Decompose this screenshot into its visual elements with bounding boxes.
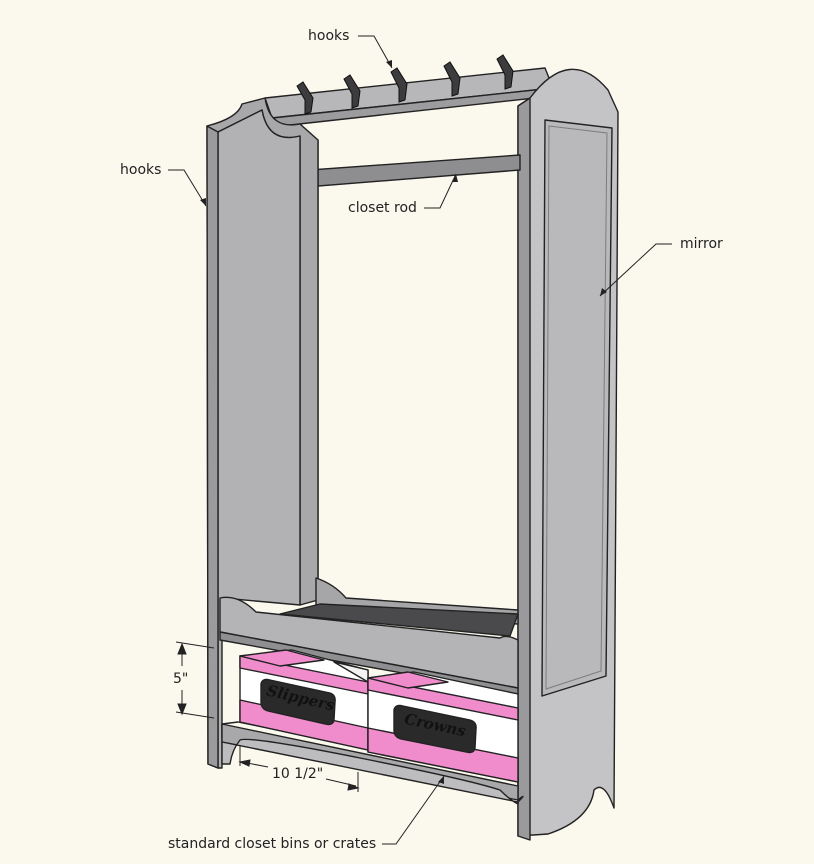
- dimension-bin-width: [238, 746, 360, 792]
- hook-icon: [296, 81, 314, 115]
- bench-seat: [279, 603, 519, 637]
- left-side-panel-edge: [206, 125, 219, 769]
- leader-arrowheads: [200, 60, 607, 784]
- dimension-bin-height-label: 5": [173, 671, 189, 687]
- leader-bins: [382, 775, 445, 845]
- callout-mirror: mirror: [680, 236, 723, 252]
- left-side-panel-face: [217, 109, 301, 769]
- leader-hooks-left: [168, 169, 207, 207]
- hook-icon: [443, 61, 461, 97]
- hook-icon: [390, 67, 408, 103]
- bin-right: [367, 671, 519, 783]
- leader-lines: [168, 35, 672, 845]
- dimension-bin-width-label: 10 1/2": [272, 766, 324, 782]
- dimension-bin-height: [175, 641, 215, 719]
- hook-icon: [343, 74, 361, 109]
- leader-hooks-top: [358, 35, 393, 69]
- hook-icon: [496, 54, 514, 90]
- bin-left: [239, 649, 369, 751]
- callout-hooks-top: hooks: [308, 28, 350, 44]
- callout-closet-rod: closet rod: [348, 200, 417, 216]
- leader-mirror: [599, 243, 672, 297]
- callout-bins: standard closet bins or crates: [168, 836, 377, 852]
- bench-front: [219, 596, 519, 689]
- bottom-base-rail: [221, 738, 519, 805]
- callout-hooks-left: hooks: [120, 162, 162, 178]
- mirror-inner-frame: [545, 125, 608, 690]
- leader-closet-rod: [424, 173, 457, 209]
- coat-hooks: [296, 54, 514, 115]
- mirror: [541, 119, 613, 697]
- right-side-panel-edge: [517, 97, 531, 841]
